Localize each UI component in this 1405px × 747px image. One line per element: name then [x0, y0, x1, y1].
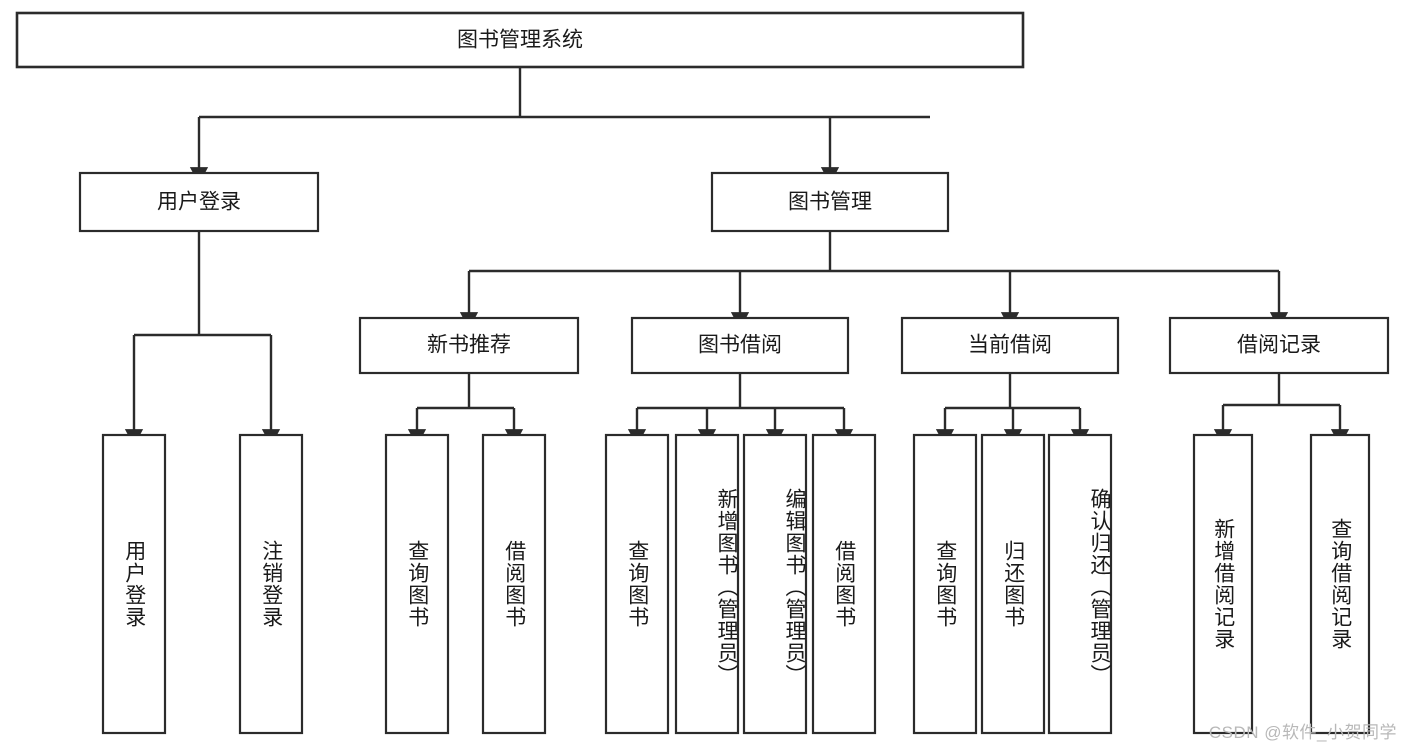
leaf-add-record-box[interactable]	[1192, 433, 1254, 735]
user-login-label: 用户登录	[157, 191, 241, 214]
new-book-rec-label: 新书推荐	[427, 334, 511, 357]
user-login-box[interactable]	[78, 171, 320, 233]
leaf-user-login-box[interactable]	[101, 433, 167, 735]
book-borrow-label: 图书借阅	[698, 334, 782, 357]
new-book-rec-box[interactable]	[358, 316, 580, 375]
borrow-record-label: 借阅记录	[1237, 334, 1321, 357]
edge-group-borrow-record	[1213, 373, 1350, 447]
leaf-user-logout-box[interactable]	[238, 433, 304, 735]
root-label: 图书管理系统	[457, 29, 583, 52]
book-manage-label: 图书管理	[788, 191, 872, 214]
node-root[interactable]: 图书管理系统	[15, 11, 1025, 69]
borrow-record-box[interactable]	[1168, 316, 1390, 375]
leaf-edit-book-box[interactable]	[742, 433, 808, 735]
leaf-query-record-box[interactable]	[1309, 433, 1371, 735]
current-borrow-label: 当前借阅	[968, 334, 1052, 357]
leaf-add-book-box[interactable]	[674, 433, 740, 735]
leaf-query-book-2-box[interactable]	[604, 433, 670, 735]
leaf-borrow-book-1-box[interactable]	[481, 433, 547, 735]
root-box[interactable]	[15, 11, 1025, 69]
book-borrow-box[interactable]	[630, 316, 850, 375]
edge-group-user-login	[124, 231, 281, 447]
node-current-borrow[interactable]: 当前借阅	[900, 316, 1120, 375]
edge-group-book-borrow	[627, 373, 854, 447]
node-borrow-record[interactable]: 借阅记录	[1168, 316, 1390, 375]
leaf-query-book-1-box[interactable]	[384, 433, 450, 735]
node-book-manage[interactable]: 图书管理	[710, 171, 950, 233]
node-user-login[interactable]: 用户登录	[78, 171, 320, 233]
leaf-confirm-return-box[interactable]	[1047, 433, 1113, 735]
edge-group-current-borrow	[935, 373, 1090, 447]
node-book-borrow[interactable]: 图书借阅	[630, 316, 850, 375]
edge-group-book-manage	[459, 231, 1289, 330]
current-borrow-box[interactable]	[900, 316, 1120, 375]
leaf-return-book-box[interactable]	[980, 433, 1046, 735]
leaf-query-book-3-box[interactable]	[912, 433, 978, 735]
edge-group-new-book-rec	[407, 373, 524, 447]
node-new-book-rec[interactable]: 新书推荐	[358, 316, 580, 375]
edge-group-root	[189, 67, 930, 185]
book-manage-box[interactable]	[710, 171, 950, 233]
leaf-borrow-book-2-box[interactable]	[811, 433, 877, 735]
